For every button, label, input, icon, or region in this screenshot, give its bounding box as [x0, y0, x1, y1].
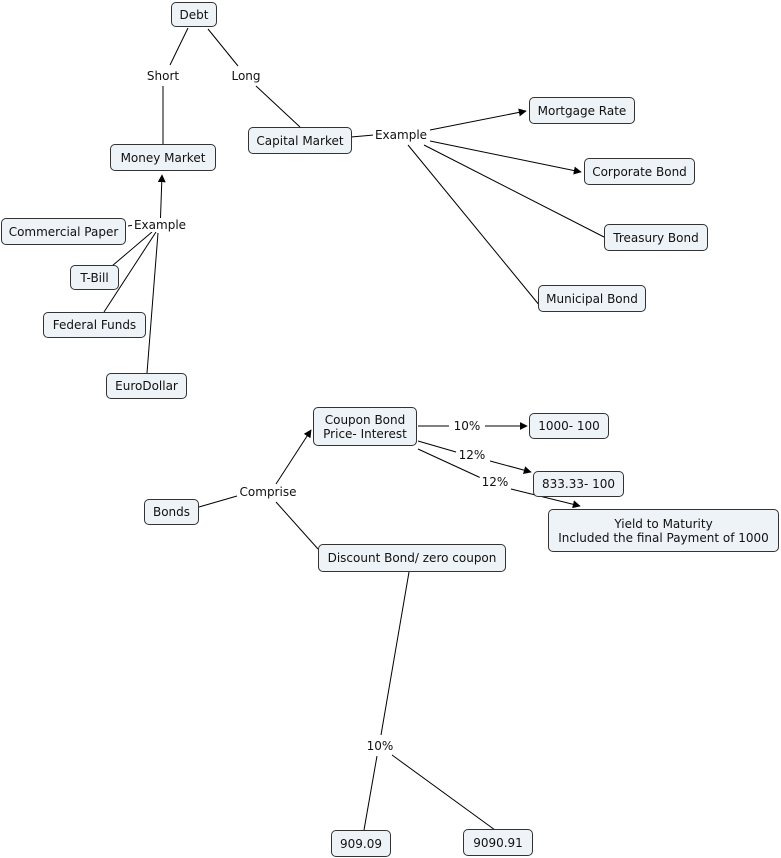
line-coupon-12a: [417, 440, 457, 453]
line-bonds-comprise: [198, 495, 238, 508]
node-debt-text: Debt: [179, 7, 209, 22]
node-coupon-bond-line1: Coupon Bond: [324, 412, 406, 427]
node-commercial-paper-text: Commercial Paper: [8, 224, 119, 239]
link-label-12-b: 12%: [479, 475, 511, 489]
line-coupon-12b: [417, 448, 482, 479]
node-909-text: 909.09: [340, 836, 382, 851]
line-example-treasury: [423, 144, 605, 238]
line-12b-ytm: [510, 488, 581, 509]
link-label-long: Long: [229, 69, 263, 83]
link-label-example-money: Example: [131, 218, 189, 232]
line-10-9090: [391, 754, 496, 831]
link-label-12-a: 12%: [456, 448, 488, 462]
line-example-federal: [103, 231, 157, 313]
link-label-example-capital: Example: [372, 128, 430, 142]
node-discount-bond-text: Discount Bond/ zero coupon: [327, 551, 497, 565]
node-833-100-text: 833.33- 100: [541, 477, 616, 491]
node-municipal-bond-text: Municipal Bond: [546, 291, 638, 306]
node-capital-market-text: Capital Market: [256, 133, 344, 148]
node-ytm-line1: Yield to Maturity: [614, 516, 713, 531]
link-label-10-coupon: 10%: [451, 419, 483, 433]
node-t-bill-text: T-Bill: [80, 270, 109, 285]
node-833-100[interactable]: 833.33- 100: [533, 471, 624, 497]
node-bonds[interactable]: Bonds: [144, 499, 199, 525]
node-mortgage-rate[interactable]: Mortgage Rate: [529, 97, 635, 124]
node-federal-funds[interactable]: Federal Funds: [43, 312, 146, 338]
line-example-municipal: [407, 144, 541, 307]
node-treasury-bond-text: Treasury Bond: [613, 230, 699, 245]
node-ytm-line2: Included the final Payment of 1000: [558, 530, 769, 545]
line-debt-short: [169, 27, 189, 66]
line-long-capital: [255, 85, 301, 128]
node-discount-bond[interactable]: Discount Bond/ zero coupon: [318, 544, 506, 572]
node-eurodollar[interactable]: EuroDollar: [106, 373, 187, 399]
node-money-market[interactable]: Money Market: [110, 144, 216, 171]
line-12a-833: [489, 460, 532, 474]
node-municipal-bond[interactable]: Municipal Bond: [538, 285, 646, 312]
link-label-short: Short: [144, 69, 182, 83]
line-10-909: [363, 755, 378, 831]
node-commercial-paper[interactable]: Commercial Paper: [1, 218, 126, 245]
node-federal-funds-text: Federal Funds: [52, 318, 137, 332]
node-mortgage-rate-text: Mortgage Rate: [537, 103, 627, 118]
line-comprise-coupon: [275, 429, 312, 485]
node-1000-100[interactable]: 1000- 100: [529, 413, 609, 439]
node-9090-text: 9090.91: [473, 835, 523, 850]
node-coupon-bond-line2: Price- Interest: [323, 426, 407, 441]
line-comprise-discount: [275, 501, 319, 550]
link-label-comprise: Comprise: [237, 485, 299, 499]
node-bonds-text: Bonds: [152, 505, 191, 519]
node-treasury-bond[interactable]: Treasury Bond: [604, 224, 708, 251]
node-corporate-bond-text: Corporate Bond: [592, 164, 687, 179]
node-t-bill[interactable]: T-Bill: [70, 265, 119, 290]
node-capital-market[interactable]: Capital Market: [248, 127, 352, 154]
node-909[interactable]: 909.09: [331, 830, 391, 857]
node-money-market-text: Money Market: [120, 150, 206, 165]
node-corporate-bond[interactable]: Corporate Bond: [584, 158, 695, 185]
line-example-tbill: [111, 231, 153, 267]
line-example-eurodollar: [146, 232, 159, 374]
line-capital-example: [350, 134, 375, 138]
node-9090[interactable]: 9090.91: [463, 829, 533, 856]
link-label-10-discount: 10%: [364, 739, 396, 753]
line-example-mortgage: [429, 108, 527, 131]
line-debt-long: [207, 28, 239, 67]
node-eurodollar-text: EuroDollar: [115, 379, 178, 393]
node-debt[interactable]: Debt: [171, 2, 217, 27]
line-example-corporate: [429, 140, 582, 175]
node-1000-100-text: 1000- 100: [538, 419, 600, 433]
line-discount-10: [380, 571, 410, 736]
